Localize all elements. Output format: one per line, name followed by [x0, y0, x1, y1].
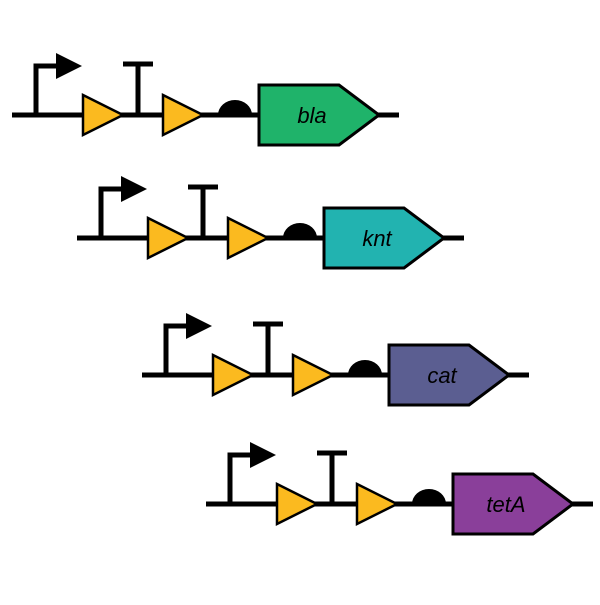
construct-bla: bla — [12, 53, 399, 147]
promoter-arrowhead-icon — [250, 442, 276, 468]
sbol-component-icon — [291, 352, 336, 398]
promoter-icon — [163, 323, 188, 375]
cds-bla-icon — [257, 83, 382, 147]
sbol-component-icon — [161, 92, 206, 138]
gene-label-cat: cat — [427, 363, 457, 388]
sbol-component-icon — [226, 215, 271, 261]
rbs-icon — [348, 360, 382, 375]
promoter-arrowhead-icon — [121, 176, 147, 202]
promoter-icon — [227, 452, 252, 504]
sbol-component-icon — [355, 481, 400, 527]
promoter-icon — [33, 63, 58, 115]
construct-knt: knt — [77, 176, 464, 270]
gene-label-knt: knt — [362, 226, 392, 251]
construct-tetA: tetA — [206, 442, 593, 536]
promoter-arrowhead-icon — [56, 53, 82, 79]
sbol-component-icon — [211, 352, 256, 398]
sbol-component-icon — [146, 215, 191, 261]
rbs-icon — [412, 489, 446, 504]
construct-cat: cat — [142, 313, 529, 407]
sbol-component-icon — [81, 92, 126, 138]
cds-cat-icon — [387, 343, 512, 407]
rbs-icon — [283, 223, 317, 238]
gene-label-bla: bla — [297, 103, 326, 128]
promoter-arrowhead-icon — [186, 313, 212, 339]
rbs-icon — [218, 100, 252, 115]
gene-label-tetA: tetA — [486, 492, 525, 517]
cds-knt-icon — [322, 206, 447, 270]
promoter-icon — [98, 186, 123, 238]
cds-tetA-icon — [451, 472, 576, 536]
sbol-component-icon — [275, 481, 320, 527]
